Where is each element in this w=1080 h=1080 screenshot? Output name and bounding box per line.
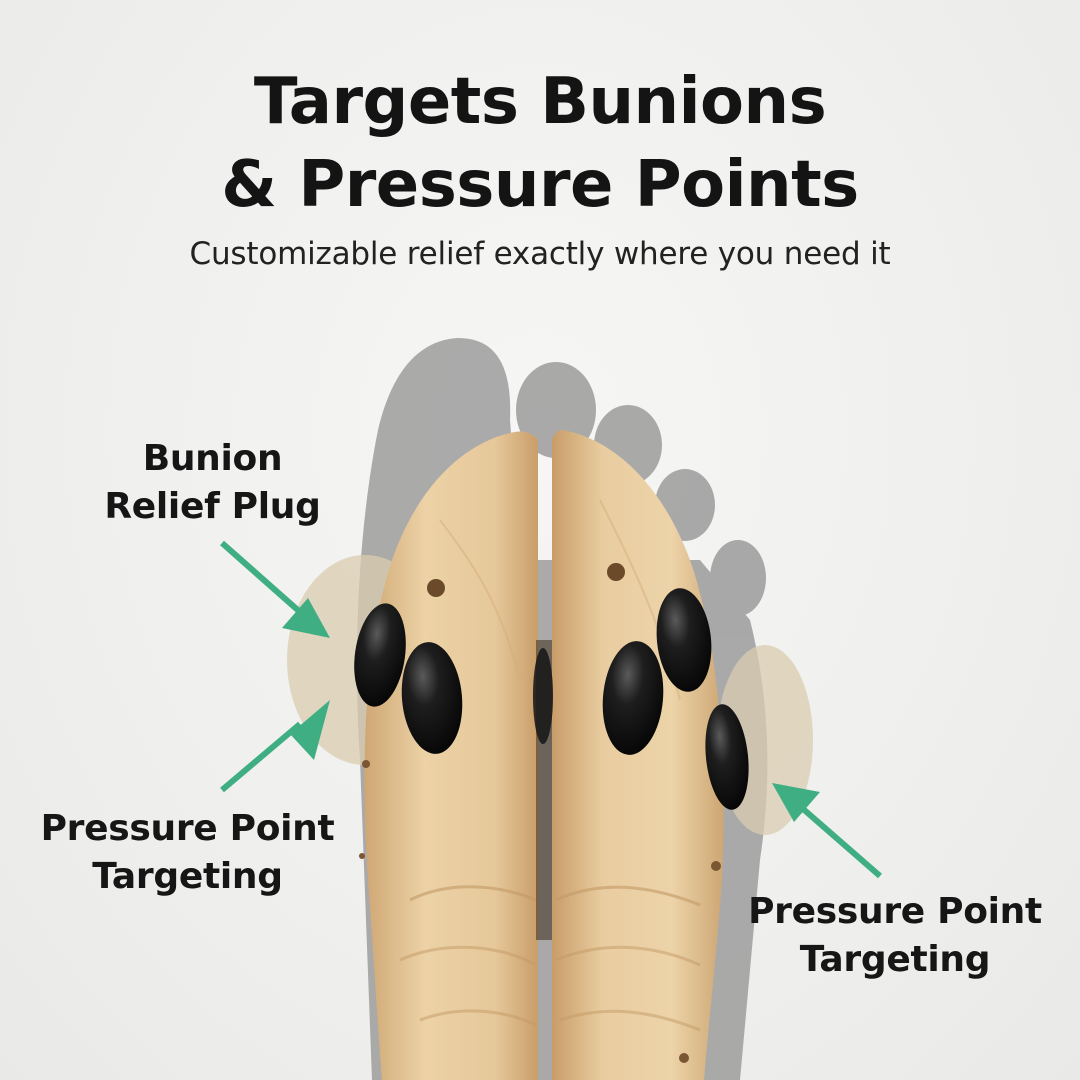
relief-plug-icon (401, 642, 463, 754)
shoe-tree-left-half (359, 431, 538, 1080)
callout-line: Bunion (142, 438, 283, 479)
pressure-point-label-left: Pressure Point Targeting (30, 805, 345, 901)
page-subtitle: Customizable relief exactly where you ne… (189, 236, 891, 272)
relief-plug-icon (602, 641, 664, 755)
arrow-icon (220, 540, 330, 638)
relief-plug-icon (533, 648, 553, 744)
callout-line: Pressure Point (748, 891, 1042, 932)
pressure-point-label-right: Pressure Point Targeting (735, 888, 1055, 984)
bunion-relief-plug-label: Bunion Relief Plug (70, 435, 355, 531)
arrow-icon (772, 783, 882, 879)
relief-plug-icon (354, 603, 406, 707)
page-title-line-1: Targets Bunions (253, 65, 827, 139)
page-title-line-2: & Pressure Points (221, 148, 859, 222)
callout-line: Pressure Point (40, 808, 335, 849)
arrow-icon (220, 700, 330, 793)
callout-line: Relief Plug (104, 486, 321, 527)
relief-plug-icon (656, 588, 712, 692)
callout-line: Targeting (799, 939, 991, 980)
callout-line: Targeting (92, 856, 283, 897)
relief-plug-icon (705, 704, 749, 810)
